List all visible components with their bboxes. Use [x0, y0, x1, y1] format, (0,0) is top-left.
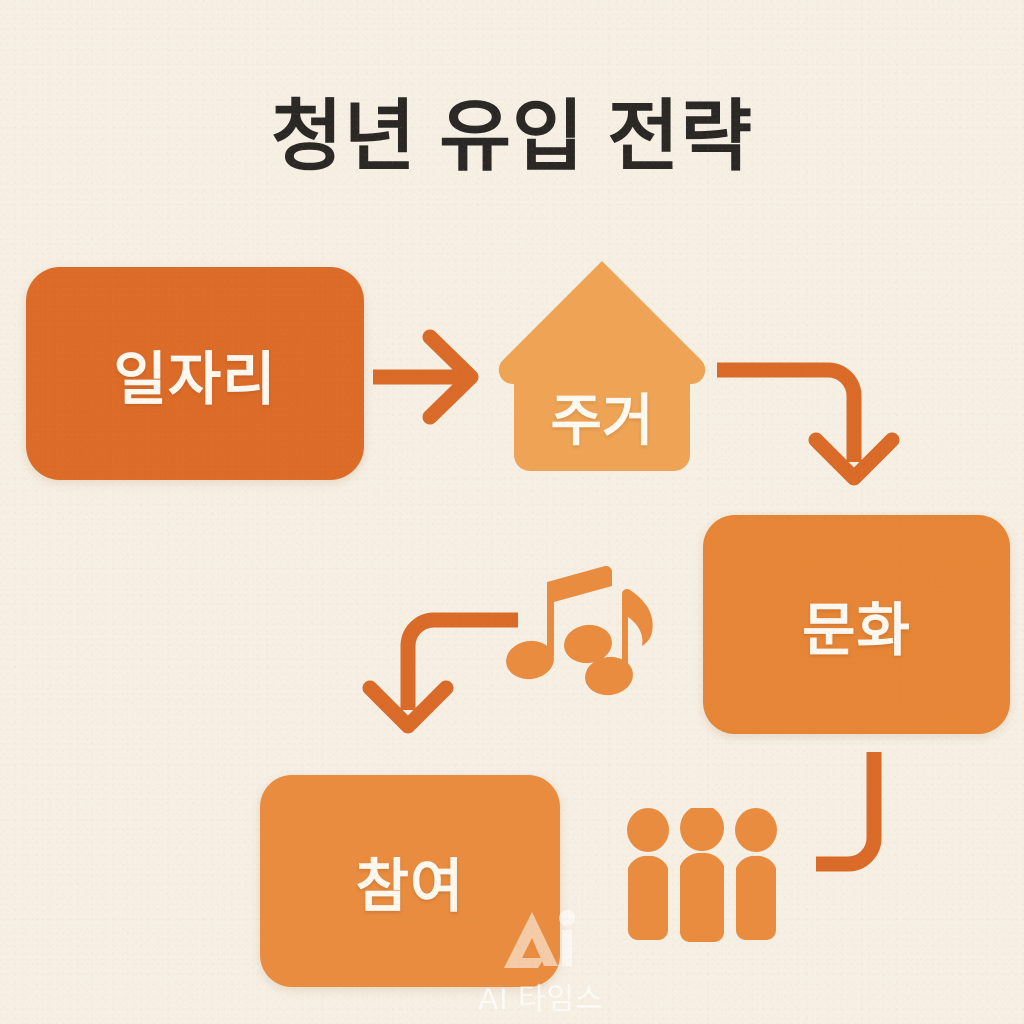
node-participation[interactable]: 참여 — [260, 775, 560, 987]
node-jobs-label: 일자리 — [113, 346, 277, 412]
node-culture[interactable]: 문화 — [703, 515, 1010, 734]
arrow-jobs-to-housing — [370, 327, 485, 432]
house-roof-shape — [498, 261, 706, 385]
node-jobs[interactable]: 일자리 — [26, 267, 364, 480]
node-participation-label: 참여 — [355, 854, 465, 919]
connector-participation-loop — [812, 748, 892, 893]
arrow-culture-to-participation — [358, 598, 528, 743]
house-body-shape — [514, 361, 690, 471]
arrow-housing-to-culture — [712, 344, 902, 495]
music-notes-icon — [505, 552, 665, 702]
node-housing-label: 주거 — [550, 388, 654, 452]
node-culture-label: 문화 — [802, 597, 911, 663]
page-title: 청년 유입 전략 — [271, 92, 753, 180]
node-housing[interactable]: 주거 — [496, 257, 708, 471]
people-group-icon — [620, 805, 784, 953]
